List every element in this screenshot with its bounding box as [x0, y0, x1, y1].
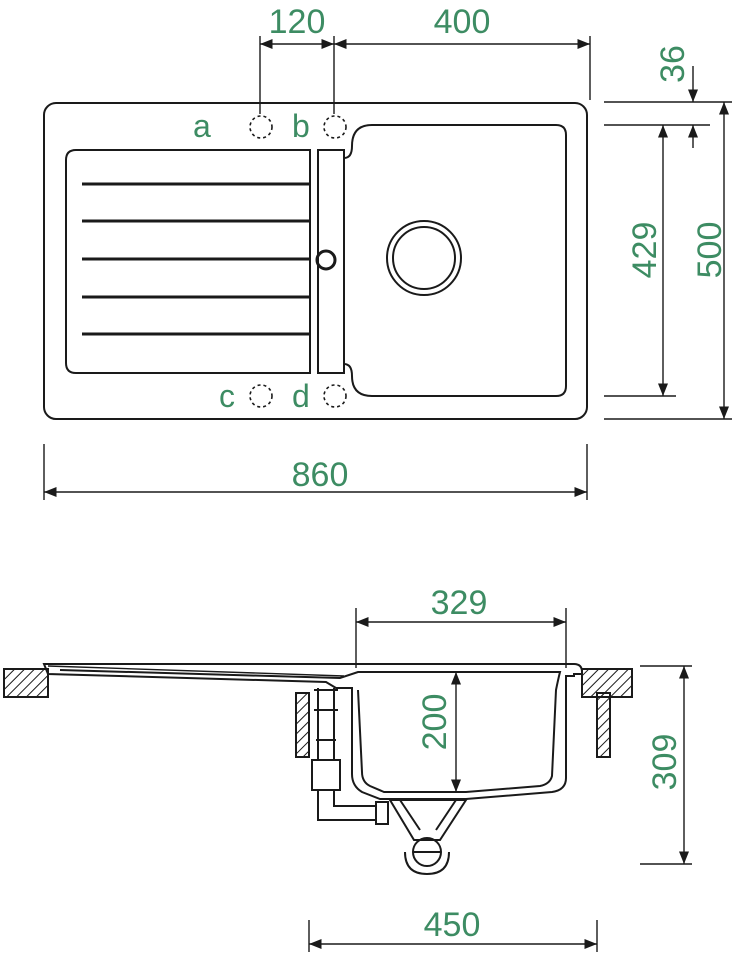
- drain-outer-icon: [386, 220, 462, 296]
- sink-profile-outer: [42, 663, 583, 800]
- dim-total-height: 309: [646, 734, 684, 791]
- overflow-icon: [315, 249, 337, 271]
- dim-cabinet-width: 450: [424, 906, 481, 944]
- drainer-slope: [47, 665, 345, 677]
- sink-outline: [43, 102, 588, 420]
- dim-cabinet-width-group: 450: [308, 906, 598, 952]
- drain-inner-icon: [392, 226, 456, 290]
- dim-tap-offset: 120: [269, 3, 326, 41]
- waste-trap: [388, 799, 468, 876]
- tap-hole-b-icon: [323, 115, 347, 139]
- cabinet-side-left: [295, 692, 310, 758]
- countertop-left: [3, 668, 49, 698]
- dim-total-height-group: 309: [640, 665, 692, 865]
- dim-right-vertical: 36 429 500: [604, 45, 732, 420]
- cabinet-side-right: [596, 692, 611, 758]
- dim-overall-width-group: 860: [43, 444, 588, 500]
- sink-profile-inner: [59, 669, 562, 793]
- drainer-board: [65, 149, 311, 374]
- overflow-pipe: [311, 688, 389, 825]
- tap-hole-label-c: c: [219, 378, 235, 414]
- dim-bowl-inner-width: 329: [431, 584, 488, 622]
- tap-hole-label-a: a: [193, 108, 211, 144]
- drainer-ribs: [82, 182, 310, 336]
- sink-bowl: [343, 124, 567, 397]
- dim-bowl-inner-depth-group: 200: [416, 672, 462, 792]
- dim-bowl-inner-depth: 200: [416, 694, 454, 751]
- side-view: 329 200 309 450: [3, 584, 692, 952]
- tap-hole-a-icon: [249, 115, 273, 139]
- tap-hole-label-d: d: [292, 378, 310, 414]
- dim-bowl-width: 400: [434, 3, 491, 41]
- tap-hole-label-b: b: [292, 108, 310, 144]
- dim-overall-depth: 500: [691, 222, 729, 279]
- tap-hole-c-icon: [249, 384, 273, 408]
- dim-bowl-inner-width-group: 329: [355, 584, 567, 668]
- dim-overall-width: 860: [292, 456, 349, 494]
- dim-top-horizontal: 120 400: [259, 3, 591, 114]
- dim-rim-top: 36: [654, 45, 692, 83]
- dim-bowl-depth-plan: 429: [626, 222, 664, 279]
- tap-hole-d-icon: [323, 384, 347, 408]
- top-view: a b c d 120 400 36 429 500: [43, 3, 732, 500]
- drainer-edge: [317, 149, 345, 374]
